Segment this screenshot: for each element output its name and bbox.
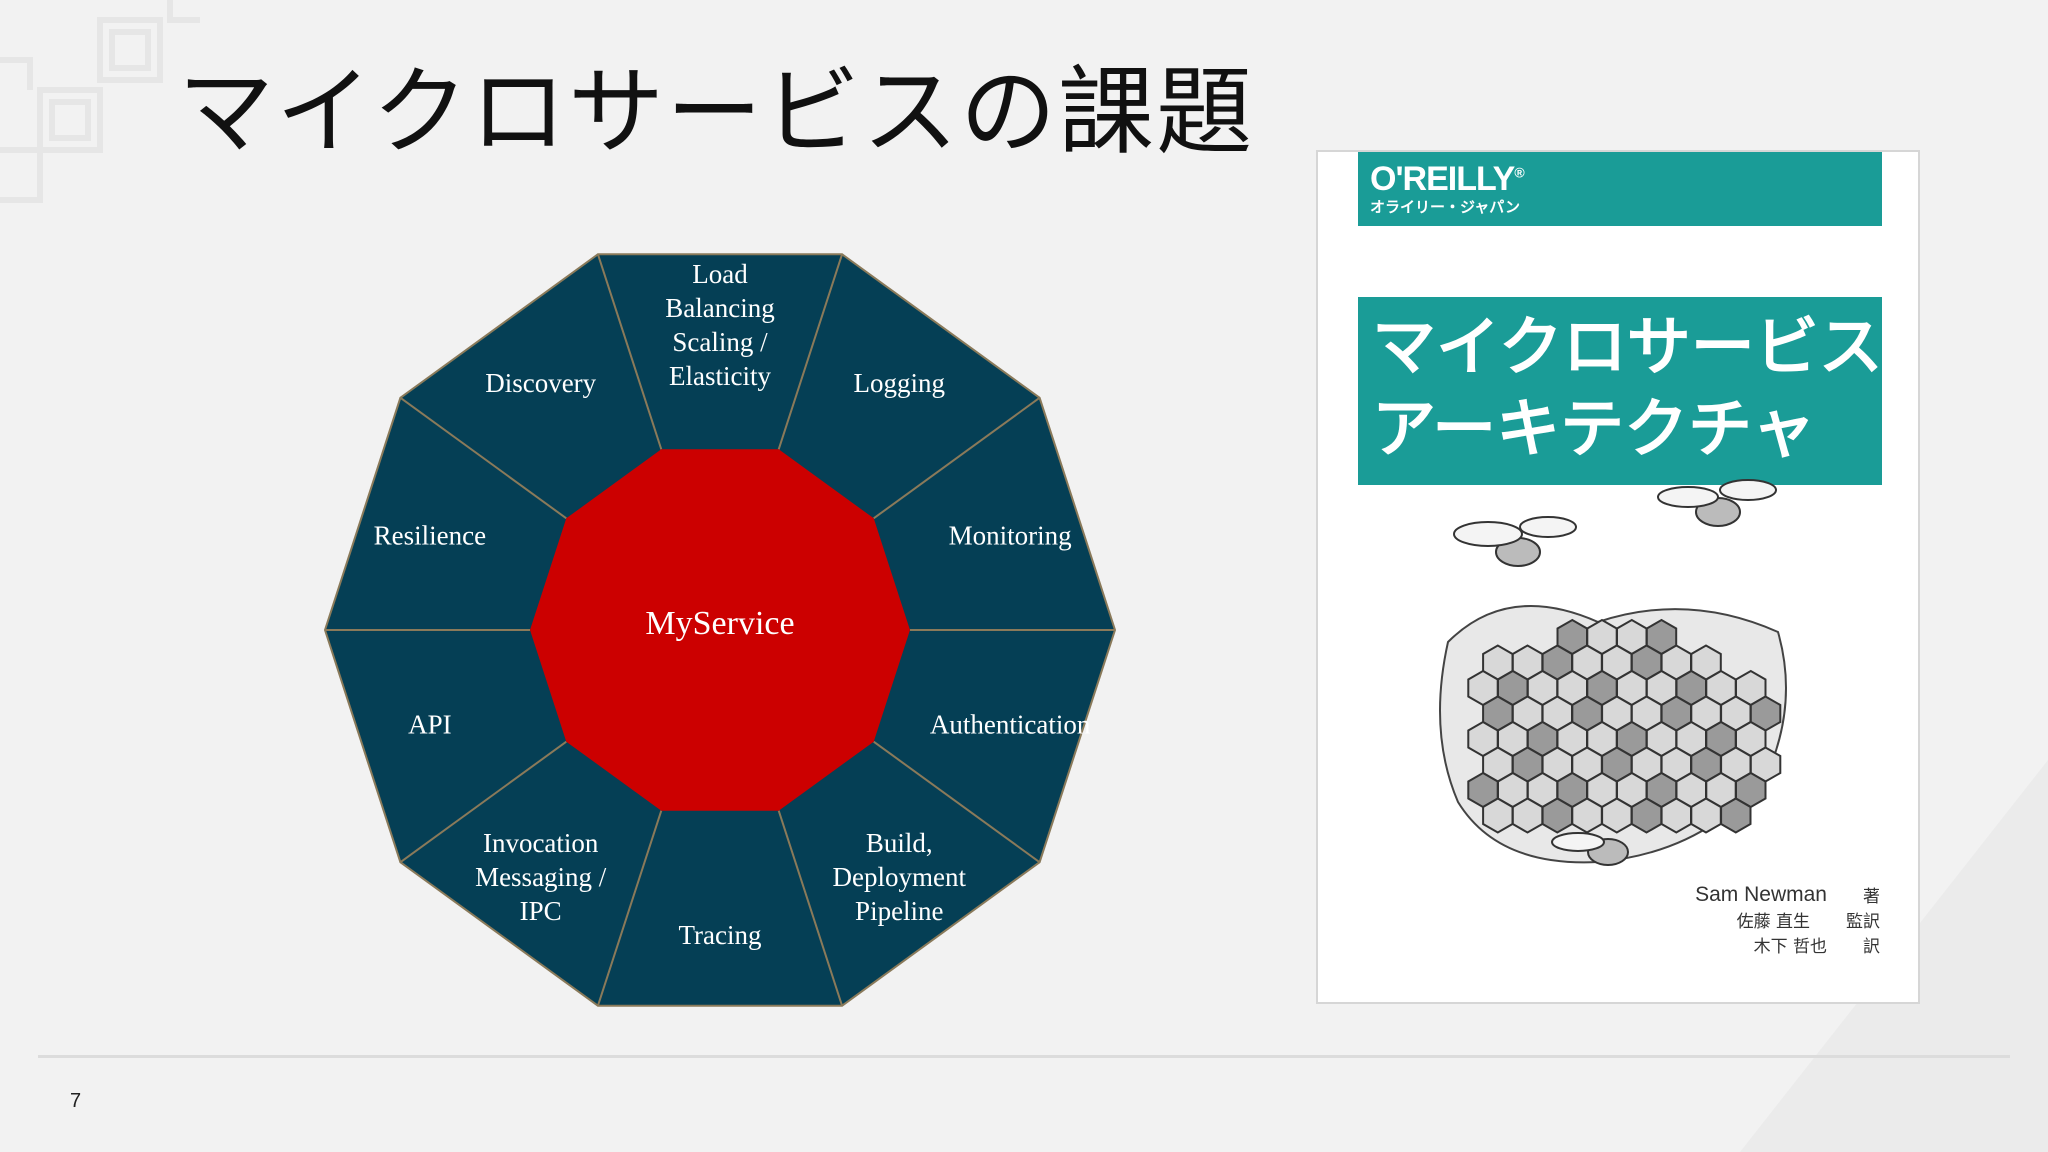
- segment-divider: [777, 810, 844, 1006]
- slide-title: マイクロサービスの課題: [178, 56, 1255, 168]
- segment-label: Authentication: [930, 709, 1091, 739]
- segment-label-line: Resilience: [374, 521, 486, 551]
- segment-divider: [596, 254, 663, 450]
- credit-row: 佐藤 直生 監訳: [1736, 912, 1880, 932]
- segment-label-line: Balancing: [665, 293, 774, 323]
- segment-label-line: Messaging /: [475, 862, 607, 892]
- segment-label-line: Load: [692, 259, 748, 289]
- segment-label: API: [408, 709, 452, 739]
- segment-label: Logging: [854, 368, 946, 398]
- segment-label: Discovery: [485, 368, 596, 398]
- segment-label-line: Discovery: [485, 368, 596, 398]
- honeycomb-cell: [1571, 797, 1603, 834]
- honeycomb-cell: [1541, 797, 1573, 834]
- bees-honeycomb-illustration: [1439, 479, 1787, 866]
- segment-divider: [399, 397, 567, 520]
- segment-label: Monitoring: [949, 521, 1072, 551]
- honeycomb-cell: [1660, 797, 1692, 834]
- segment-label-line: Authentication: [930, 709, 1091, 739]
- center-label: MyService: [645, 605, 794, 642]
- publisher-band: O'REILLY® オライリー・ジャパン: [1358, 152, 1882, 226]
- segment-label-line: API: [408, 709, 452, 739]
- book-cover: O'REILLY® オライリー・ジャパン マイクロサービス アーキテクチャ Sa…: [1316, 150, 1920, 1004]
- segment-label-line: Build,: [866, 828, 933, 858]
- segment-label-line: Invocation: [483, 828, 599, 858]
- honeycomb-cell: [1511, 797, 1544, 834]
- honeycomb-cell: [1601, 797, 1633, 834]
- book-title: マイクロサービス アーキテクチャ: [1372, 307, 1883, 471]
- publisher-subtitle: オライリー・ジャパン: [1370, 198, 1521, 216]
- honeycomb-cell: [1720, 797, 1752, 834]
- segment-label-line: Tracing: [678, 920, 761, 950]
- segment-label-line: Scaling /: [672, 327, 768, 357]
- page-number: 7: [70, 1090, 82, 1112]
- segment-divider: [399, 740, 567, 863]
- segment-divider: [873, 740, 1041, 863]
- honeycomb-cell: [1482, 797, 1514, 834]
- book-title-line-1: マイクロサービス: [1372, 311, 1883, 385]
- publisher-logo: O'REILLY®: [1370, 160, 1525, 198]
- segment-label-line: Pipeline: [855, 896, 944, 926]
- segment-divider: [777, 254, 844, 450]
- credit-row: Sam Newman 著: [1695, 882, 1880, 908]
- segment-label: Resilience: [374, 521, 486, 551]
- segment-label-line: Logging: [854, 368, 946, 398]
- footer-divider: [38, 1055, 2010, 1058]
- segment-label-line: Elasticity: [669, 361, 771, 391]
- center-decagon: [530, 449, 910, 811]
- book-title-line-2: アーキテクチャ: [1372, 393, 1816, 467]
- segment-label: Tracing: [678, 920, 761, 950]
- book-title-band: マイクロサービス アーキテクチャ: [1358, 297, 1883, 485]
- corner-pattern-decoration: [0, 0, 200, 203]
- segment-label-line: Monitoring: [949, 521, 1072, 551]
- segment-label-line: Deployment: [833, 862, 967, 892]
- credit-row: 木下 哲也 訳: [1753, 937, 1880, 957]
- honeycomb-cell: [1690, 797, 1722, 834]
- book-credits: Sam Newman 著 佐藤 直生 監訳 木下 哲也 訳: [1620, 882, 1880, 958]
- segment-label-line: IPC: [520, 896, 562, 926]
- honeycomb-cell: [1630, 797, 1663, 834]
- segment-divider: [596, 810, 663, 1006]
- segment-divider: [873, 397, 1041, 520]
